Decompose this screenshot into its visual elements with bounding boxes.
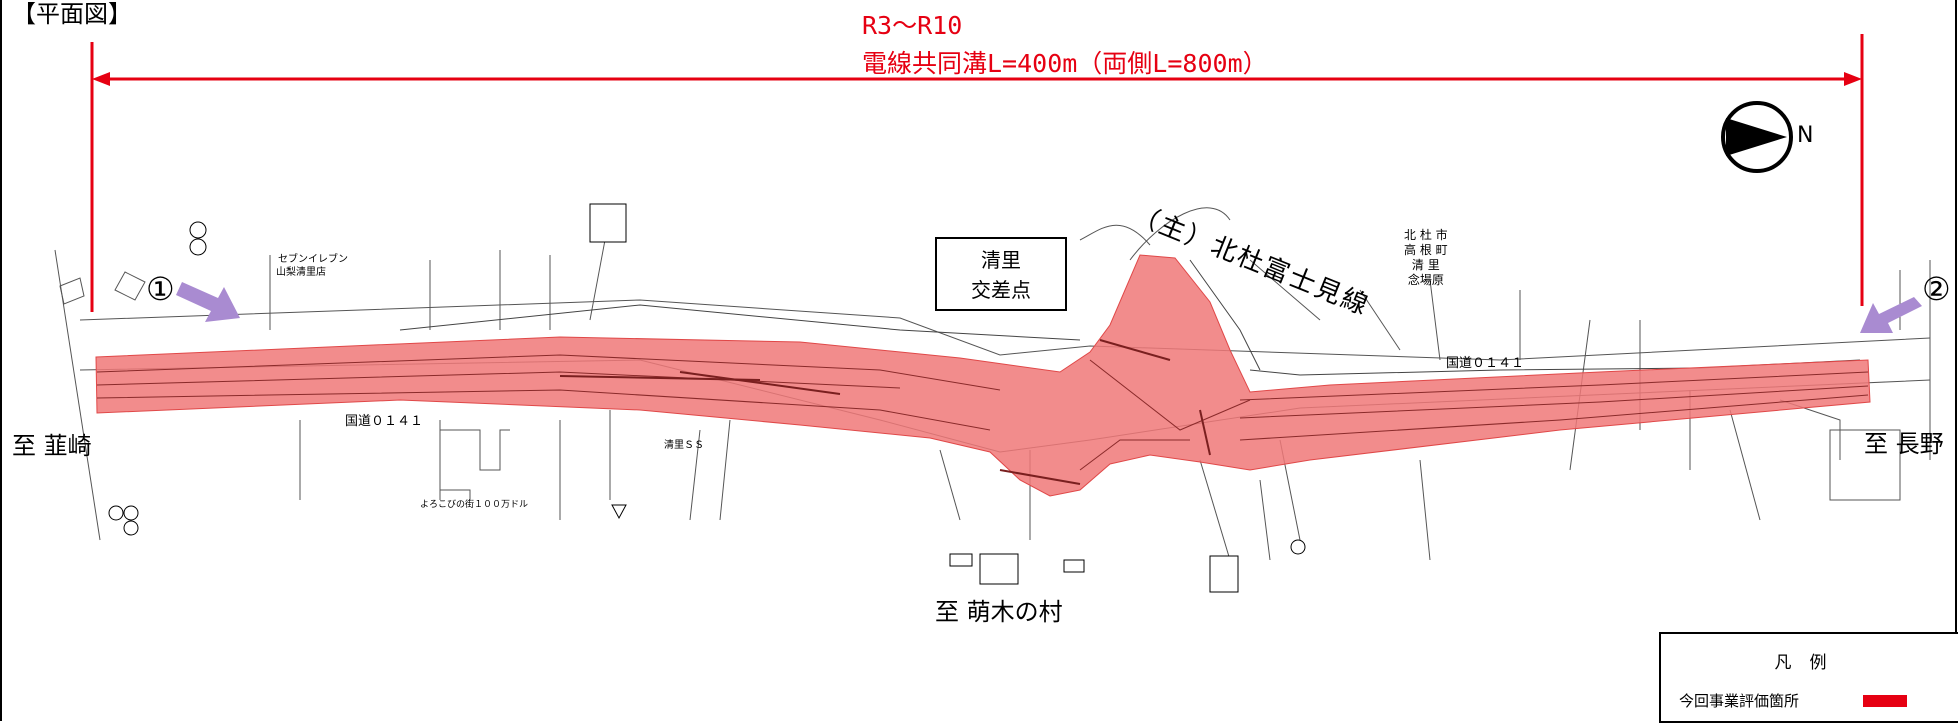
seven-eleven-label-1: セブンイレブン — [278, 254, 348, 265]
legend-title: 凡例 — [1774, 653, 1845, 673]
shop-label: よろこびの街１００万ドル — [420, 500, 529, 510]
zebra-areas — [559, 339, 1211, 485]
city-name: 北 杜 市 — [1404, 228, 1448, 242]
lane-markings — [96, 354, 1869, 471]
legend: 凡例 今回事業評価箇所 — [1659, 632, 1958, 723]
project-length: 電線共同溝L=400m（両側L=800m） — [862, 49, 1268, 78]
gas-station-label: 清里ＳＳ — [664, 440, 704, 451]
legend-item-label: 今回事業評価箇所 — [1679, 692, 1800, 710]
intersection-type: 交差点 — [971, 278, 1031, 302]
to-nagano-label: 至 長野 — [1864, 430, 1944, 458]
marker-1: ① — [146, 270, 175, 308]
area-name: 念場原 — [1407, 273, 1444, 287]
legend-swatch — [1863, 695, 1907, 707]
intersection-name: 清里 — [981, 248, 1021, 272]
to-nirasaki-label: 至 韮崎 — [12, 432, 92, 460]
town-name: 高 根 町 — [1404, 243, 1448, 257]
dimension-arrow-right — [1844, 72, 1862, 86]
marker-2-arrow-icon — [1860, 297, 1922, 333]
district-name: 清 里 — [1411, 258, 1440, 272]
marker-1-arrow-icon — [176, 282, 240, 322]
dimension-lines — [90, 34, 1864, 312]
project-period: R3～R10 — [862, 11, 963, 40]
north-label: N — [1797, 123, 1814, 148]
intersection-label: 清里 交差点 — [935, 237, 1067, 311]
national-route-label-east: 国道０１４１ — [1446, 356, 1525, 371]
national-route-label-west: 国道０１４１ — [345, 414, 424, 429]
project-area — [95, 254, 1871, 497]
marker-2: ② — [1922, 270, 1951, 308]
city-label: 北 杜 市 高 根 町 清 里 念場原 — [1404, 228, 1448, 288]
dimension-arrow-left — [92, 72, 110, 86]
plan-title: 【平面図】 — [12, 0, 132, 28]
to-moeginomura-label: 至 萌木の村 — [935, 598, 1063, 626]
seven-eleven-label-2: 山梨清里店 — [276, 267, 326, 278]
north-arrow-icon — [1721, 101, 1793, 173]
map-symbols — [108, 203, 1306, 593]
